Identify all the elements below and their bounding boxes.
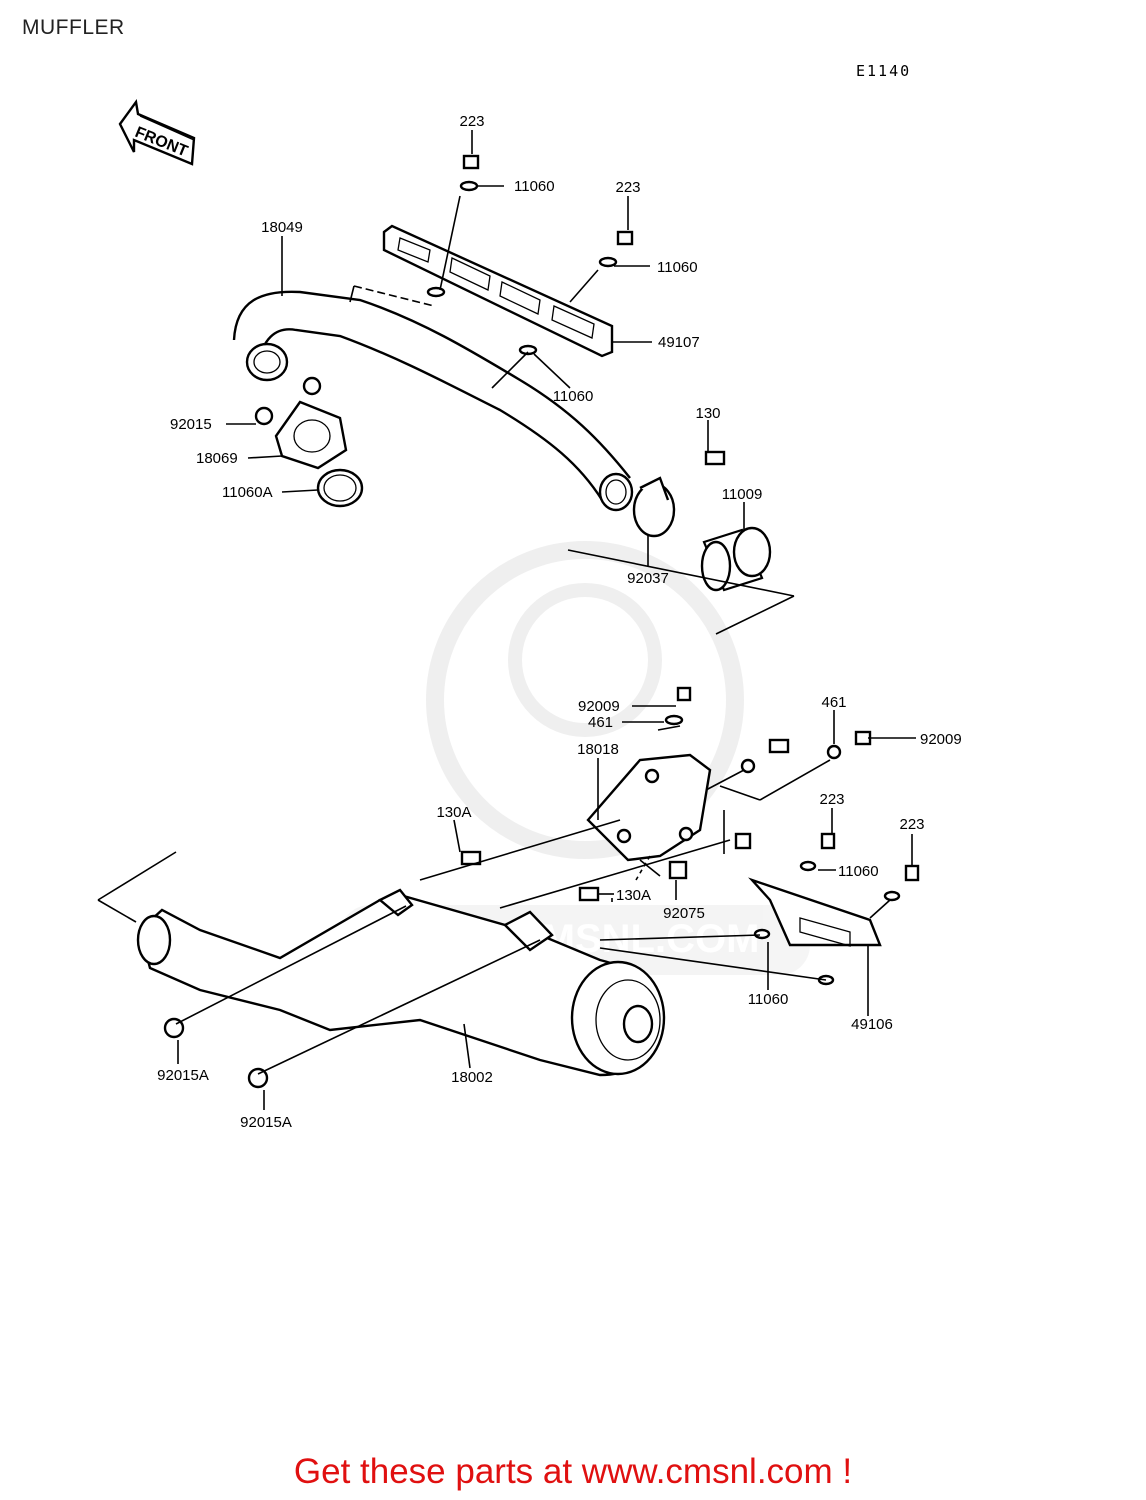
- part-label: 92015A: [157, 1067, 209, 1084]
- part-label: 223: [615, 179, 640, 196]
- bolt-223a: [459, 154, 480, 192]
- part-label: 49107: [658, 334, 700, 351]
- part-label: 11060: [748, 991, 789, 1008]
- part-label: 130A: [616, 887, 651, 904]
- nut-92015: [254, 406, 274, 426]
- heat-guard-lower: [748, 877, 882, 947]
- part-label: 11009: [722, 486, 763, 503]
- part-label: 92075: [663, 905, 705, 922]
- part-labels: 223 11060 223 18049 11060 49107 11060 92…: [157, 113, 962, 1131]
- part-label: 130: [695, 405, 720, 422]
- part-label: 223: [459, 113, 484, 130]
- part-label: 130A: [436, 804, 471, 821]
- nut-92015b: [302, 376, 322, 396]
- leader-lines: [97, 130, 916, 1110]
- part-label: 92009: [920, 731, 962, 748]
- footer-link[interactable]: Get these parts at www.cmsnl.com !: [293, 1452, 853, 1491]
- bolt-223b: [598, 230, 634, 268]
- part-label: 11060: [553, 388, 594, 405]
- heat-shield-18018: [586, 753, 712, 862]
- part-label: 18002: [451, 1069, 493, 1086]
- part-label: 92015: [170, 416, 212, 433]
- clamp-92037: [632, 476, 676, 538]
- part-label: 49106: [851, 1016, 893, 1033]
- part-label: 11060: [657, 259, 698, 276]
- page-title: MUFFLER: [22, 16, 125, 39]
- heat-guard-upper: [382, 224, 614, 358]
- muffler-body: [136, 888, 666, 1077]
- part-label: 92009: [578, 698, 620, 715]
- flange-18069: [274, 400, 348, 470]
- bolt-92009a: [676, 686, 692, 702]
- sleeve-11009: [700, 526, 772, 592]
- part-label: 18049: [261, 219, 303, 236]
- part-label: 92037: [627, 570, 669, 587]
- part-label: 461: [588, 714, 613, 731]
- part-label: 11060A: [222, 484, 273, 501]
- exhaust-pipe: [232, 290, 634, 512]
- part-label: 461: [821, 694, 846, 711]
- part-label: 92015A: [240, 1114, 292, 1131]
- part-label: 223: [899, 816, 924, 833]
- bolt-92009b: [854, 730, 872, 746]
- front-arrow-icon: FRONT: [118, 98, 196, 166]
- part-label: 223: [819, 791, 844, 808]
- part-label: 11060: [838, 863, 879, 880]
- part-label: 18069: [196, 450, 238, 467]
- bolt-130: [704, 450, 726, 466]
- figure-code: E1140: [856, 62, 912, 80]
- part-label: 18018: [577, 741, 619, 758]
- part-label: 11060: [514, 178, 555, 195]
